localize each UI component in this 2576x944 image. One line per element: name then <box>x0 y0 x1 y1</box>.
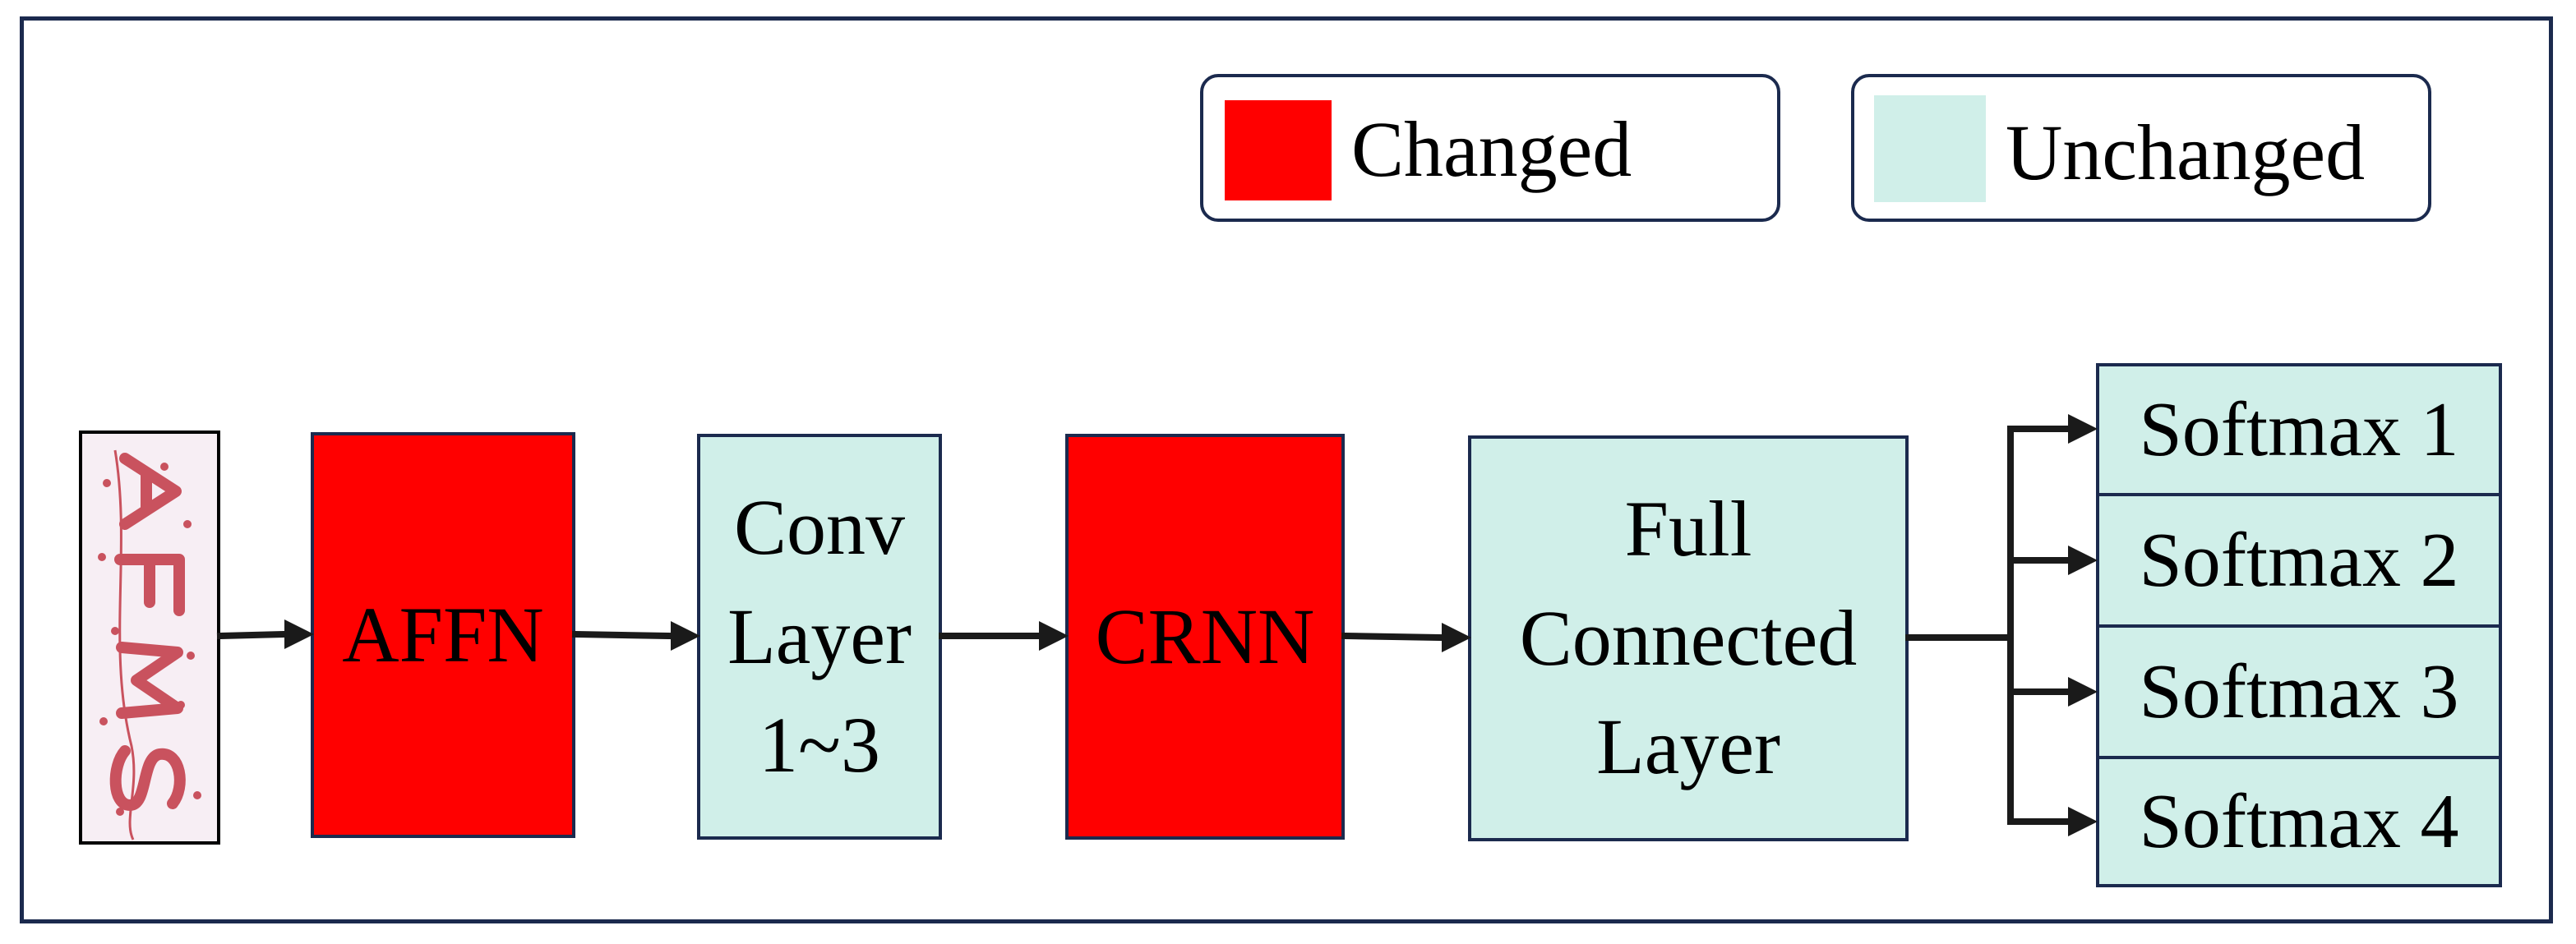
captcha-noise-dot <box>177 701 185 709</box>
fc-label-line-2: Connected <box>1519 593 1858 682</box>
captcha-noise-dot <box>183 520 192 528</box>
captcha-noise-dot <box>103 479 111 487</box>
conv-layer-label: Conv Layer 1~3 <box>727 473 912 799</box>
softmax-3-block: Softmax 3 <box>2096 624 2502 759</box>
legend-unchanged-label: Unchanged <box>2006 108 2366 196</box>
softmax-4-block: Softmax 4 <box>2096 756 2502 887</box>
legend-changed: Changed <box>1200 74 1780 222</box>
full-connected-layer-block: Full Connected Layer <box>1468 435 1909 841</box>
captcha-noise-dot <box>193 791 201 799</box>
softmax-1-block: Softmax 1 <box>2096 363 2502 496</box>
affn-label: AFFN <box>342 581 543 689</box>
crnn-block: CRNN <box>1065 434 1345 840</box>
captcha-noise-dot <box>160 463 169 471</box>
legend-unchanged-swatch <box>1874 95 1986 202</box>
captcha-glyphs <box>98 449 201 840</box>
captcha-noise-dot <box>116 808 124 816</box>
softmax-2-block: Softmax 2 <box>2096 493 2502 628</box>
fc-label-line-3: Layer <box>1596 702 1780 791</box>
legend-unchanged: Unchanged <box>1851 74 2431 222</box>
fc-label-line-1: Full <box>1624 485 1752 573</box>
crnn-label: CRNN <box>1096 583 1315 691</box>
captcha-noise-dot <box>187 652 195 660</box>
affn-label-line-1: AFFN <box>342 590 544 679</box>
conv-label-line-3: 1~3 <box>759 701 880 790</box>
captcha-noise-dot <box>98 553 106 561</box>
input-captcha-image <box>79 431 220 845</box>
legend-changed-label: Changed <box>1351 105 1632 193</box>
captcha-noise-dot <box>99 717 108 725</box>
conv-layer-block: Conv Layer 1~3 <box>697 434 942 840</box>
crnn-label-line-1: CRNN <box>1095 592 1315 680</box>
full-connected-layer-label: Full Connected Layer <box>1520 475 1858 801</box>
legend-changed-swatch <box>1225 100 1332 200</box>
conv-label-line-1: Conv <box>733 483 905 572</box>
captcha-noise-dot <box>111 627 119 635</box>
conv-label-line-2: Layer <box>727 592 912 680</box>
affn-block: AFFN <box>311 432 575 838</box>
